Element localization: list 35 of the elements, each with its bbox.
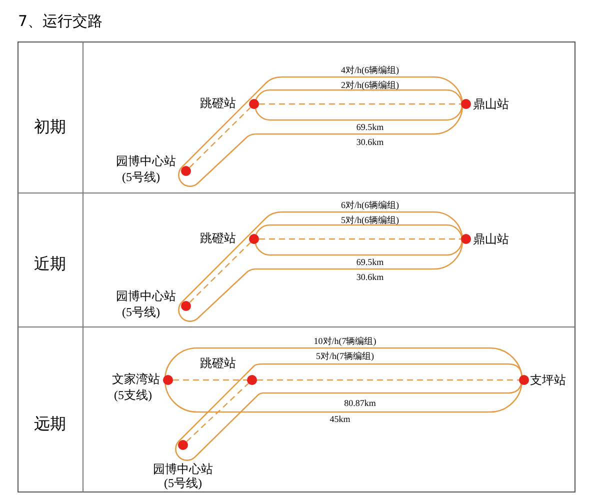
period-label: 远期 [34, 416, 66, 434]
route-label: 5对/h(6辆编组) [341, 215, 399, 225]
route-label: 2对/h(6辆编组) [341, 80, 399, 90]
period-label: 初期 [34, 119, 66, 137]
distance-label: 69.5km [356, 256, 384, 266]
distance-label: 30.6km [356, 137, 384, 147]
station-name: 鼎山站 [473, 97, 510, 111]
station-name: (5支线) [113, 388, 153, 402]
station-name: 园博中心站 [115, 154, 176, 168]
dashed-track-line [189, 107, 251, 168]
dashed-track-line [173, 379, 247, 381]
station-name: (5号线) [163, 476, 203, 490]
route-label: 4对/h(6辆编组) [341, 65, 399, 75]
station-name: 园博中心站 [152, 462, 214, 476]
route-label: 10对/h(7辆编组) [314, 336, 376, 346]
dashed-track-line [257, 379, 519, 381]
dashed-track-line [189, 242, 251, 303]
route-label: 6对/h(6辆编组) [341, 200, 399, 210]
station-name: 鼎山站 [473, 232, 510, 246]
title: 7、运行交路 [18, 12, 103, 30]
station-name: (5号线) [121, 170, 161, 184]
station-name: 跳磴站 [199, 356, 236, 370]
period-label: 近期 [34, 256, 66, 274]
dashed-track-line [186, 383, 249, 442]
station-name: 文家湾站 [111, 372, 160, 386]
distance-label: 30.6km [356, 272, 384, 282]
route-label: 5对/h(7辆编组) [316, 351, 374, 361]
station-name: (5号线) [121, 305, 161, 319]
distance-label: 45km [330, 414, 350, 424]
station-name: 园博中心站 [115, 289, 176, 303]
station-name: 跳磴站 [199, 231, 236, 245]
station-name: 跳磴站 [199, 96, 236, 110]
distance-label: 80.87km [344, 398, 376, 408]
station-name: 支坪站 [530, 373, 567, 387]
distance-label: 69.5km [356, 122, 384, 132]
